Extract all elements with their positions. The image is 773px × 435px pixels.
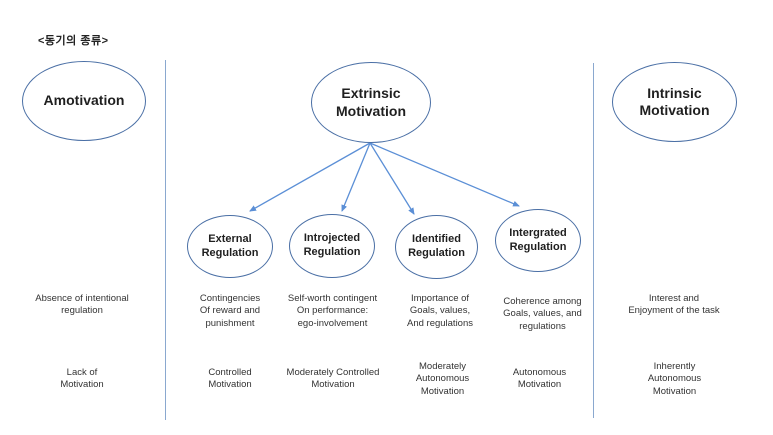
node-amotivation: Amotivation <box>22 61 146 141</box>
description-integrated: Coherence among Goals, values, and regul… <box>503 296 582 332</box>
node-amotivation-label: Amotivation <box>43 92 125 109</box>
node-introjected-regulation: Introjected Regulation <box>289 214 375 278</box>
arrow-to-external <box>249 142 371 212</box>
arrow-to-identified <box>369 142 415 215</box>
node-extrinsic-label: Extrinsic Motivation <box>336 85 406 119</box>
description-identified: Importance of Goals, values, And regulat… <box>406 293 474 329</box>
node-identified-regulation: Identified Regulation <box>395 215 478 279</box>
node-external-regulation: External Regulation <box>187 215 273 278</box>
node-intrinsic-motivation: Intrinsic Motivation <box>612 62 737 142</box>
level-intrinsic: Inherently Autonomous Motivation <box>647 361 702 397</box>
divider-left <box>165 60 166 420</box>
node-integrated-regulation: Intergrated Regulation <box>495 209 581 272</box>
arrow-to-integrated <box>369 142 520 207</box>
node-identified-label: Identified Regulation <box>408 233 465 259</box>
level-amotivation: Lack of Motivation <box>60 367 104 391</box>
description-intrinsic: Interest and Enjoyment of the task <box>628 293 720 317</box>
description-external: Contingencies Of reward and punishment <box>199 293 261 329</box>
level-identified: Moderately Autonomous Motivation <box>415 361 470 397</box>
page-title: <동기의 종류> <box>38 35 109 47</box>
description-introjected: Self-worth contingent On performance: eg… <box>287 293 378 329</box>
description-amotivation: Absence of intentional regulation <box>35 293 129 317</box>
level-introjected: Moderately Controlled Motivation <box>286 367 380 391</box>
divider-right <box>593 63 594 418</box>
node-extrinsic-motivation: Extrinsic Motivation <box>311 62 431 143</box>
arrow-to-introjected <box>341 142 371 212</box>
level-external: Controlled Motivation <box>208 367 252 391</box>
node-external-label: External Regulation <box>201 232 259 259</box>
node-integrated-label: Intergrated Regulation <box>509 226 567 253</box>
node-intrinsic-label: Intrinsic Motivation <box>639 84 710 119</box>
level-integrated: Autonomous Motivation <box>512 367 567 391</box>
node-introjected-label: Introjected Regulation <box>303 232 361 258</box>
